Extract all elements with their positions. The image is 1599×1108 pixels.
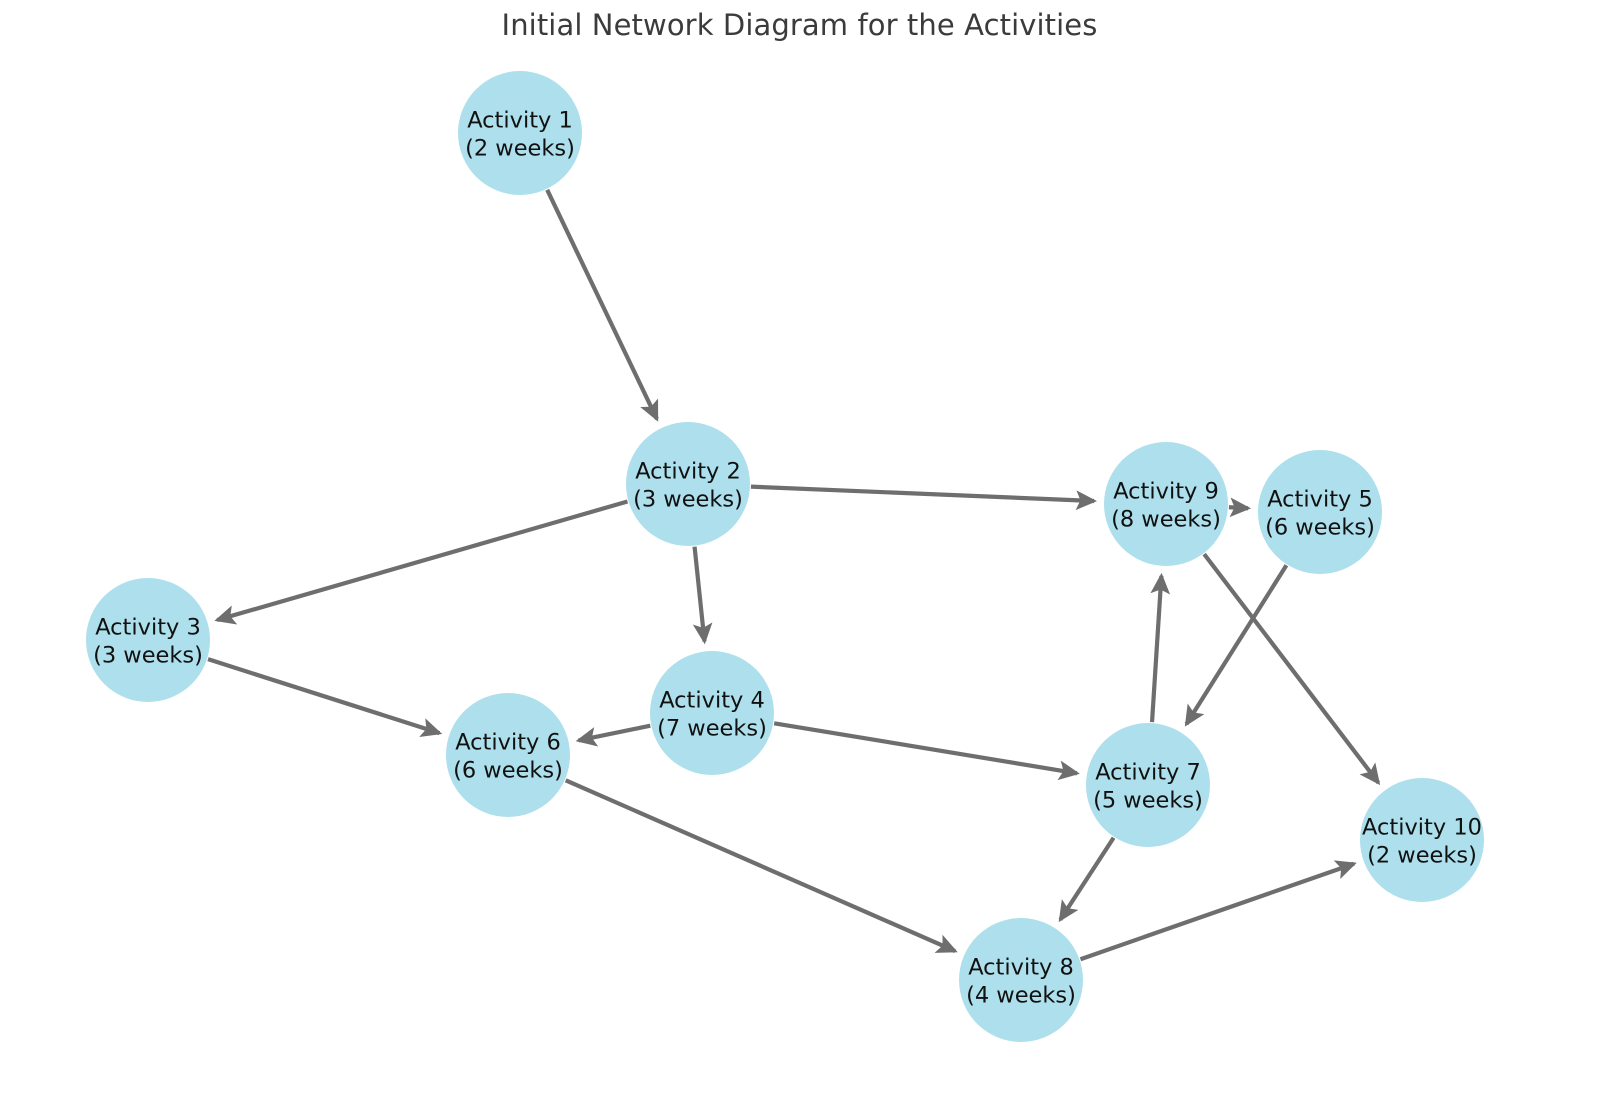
node-label-name-a10: Activity 10 [1362, 815, 1482, 841]
node-a1[interactable]: Activity 1(2 weeks) [458, 71, 582, 195]
edge-a2-to-a9: Activity 2 to Activity 9 [750, 484, 1098, 511]
node-circle-a5[interactable] [1258, 450, 1382, 574]
node-circle-a10[interactable] [1360, 778, 1484, 902]
node-label-duration-a8: (4 weeks) [966, 983, 1076, 1009]
node-a8[interactable]: Activity 8(4 weeks) [959, 918, 1083, 1042]
edge-a4-to-a7: Activity 4 to Activity 7 [773, 721, 1080, 781]
node-a4[interactable]: Activity 4(7 weeks) [650, 651, 774, 775]
node-a2[interactable]: Activity 2(3 weeks) [626, 422, 750, 546]
edge-a1-to-a2: Activity 1 to Activity 2 [545, 188, 659, 422]
edge-a6-to-a8: Activity 6 to Activity 8 [564, 778, 958, 954]
node-a5[interactable]: Activity 5(6 weeks) [1258, 450, 1382, 574]
edge-a9-to-a5: Activity 9 to Activity 5 [1228, 497, 1252, 518]
node-a6[interactable]: Activity 6(6 weeks) [446, 693, 570, 817]
node-label-name-a5: Activity 5 [1267, 487, 1373, 513]
node-label-duration-a5: (6 weeks) [1265, 515, 1375, 541]
node-label-name-a7: Activity 7 [1095, 760, 1201, 786]
node-label-duration-a1: (2 weeks) [465, 136, 575, 162]
node-a10[interactable]: Activity 10(2 weeks) [1360, 778, 1484, 902]
edge-a3-to-a6: Activity 3 to Activity 6 [207, 657, 443, 737]
node-label-name-a1: Activity 1 [467, 108, 573, 134]
node-label-duration-a9: (8 weeks) [1111, 507, 1221, 533]
node-a3[interactable]: Activity 3(3 weeks) [86, 578, 210, 702]
edge-a2-to-a4: Activity 2 to Activity 4 [692, 546, 713, 645]
node-label-name-a4: Activity 4 [659, 688, 765, 714]
edge-a4-to-a6: Activity 4 to Activity 6 [575, 723, 651, 747]
edges-layer: Activity 1 to Activity 2 Activity 2 to Ac… [207, 188, 1381, 962]
page-title: Initial Network Diagram for the Activiti… [501, 8, 1098, 42]
node-label-duration-a3: (3 weeks) [93, 643, 203, 669]
node-circle-a7[interactable] [1086, 723, 1210, 847]
node-circle-a3[interactable] [86, 578, 210, 702]
edge-a8-to-a10: Activity 8 to Activity 10 [1079, 860, 1357, 962]
node-circle-a1[interactable] [458, 71, 582, 195]
node-circle-a4[interactable] [650, 651, 774, 775]
node-label-duration-a4: (7 weeks) [657, 716, 767, 742]
edge-a7-to-a9: Activity 7 to Activity 9 [1149, 572, 1171, 723]
edge-a2-to-a3: Activity 2 to Activity 3 [214, 499, 629, 625]
node-label-duration-a2: (3 weeks) [633, 487, 743, 513]
node-label-duration-a10: (2 weeks) [1367, 843, 1477, 869]
node-a7[interactable]: Activity 7(5 weeks) [1086, 723, 1210, 847]
node-circle-a2[interactable] [626, 422, 750, 546]
node-label-name-a9: Activity 9 [1113, 479, 1219, 505]
node-label-name-a3: Activity 3 [95, 615, 201, 641]
edge-a9-to-a10: Activity 9 to Activity 10 [1202, 552, 1381, 786]
edge-a5-to-a7: Activity 5 to Activity 7 [1184, 564, 1289, 727]
node-circle-a6[interactable] [446, 693, 570, 817]
node-label-duration-a7: (5 weeks) [1093, 788, 1203, 814]
node-circle-a8[interactable] [959, 918, 1083, 1042]
node-label-name-a6: Activity 6 [455, 730, 561, 756]
node-label-name-a8: Activity 8 [968, 955, 1074, 981]
nodes-layer: Activity 1(2 weeks)Activity 2(3 weeks)Ac… [86, 71, 1484, 1042]
node-circle-a9[interactable] [1104, 442, 1228, 566]
edge-a7-to-a8: Activity 7 to Activity 8 [1058, 836, 1116, 923]
node-a9[interactable]: Activity 9(8 weeks) [1104, 442, 1228, 566]
node-label-name-a2: Activity 2 [635, 459, 741, 485]
node-label-duration-a6: (6 weeks) [453, 758, 563, 784]
